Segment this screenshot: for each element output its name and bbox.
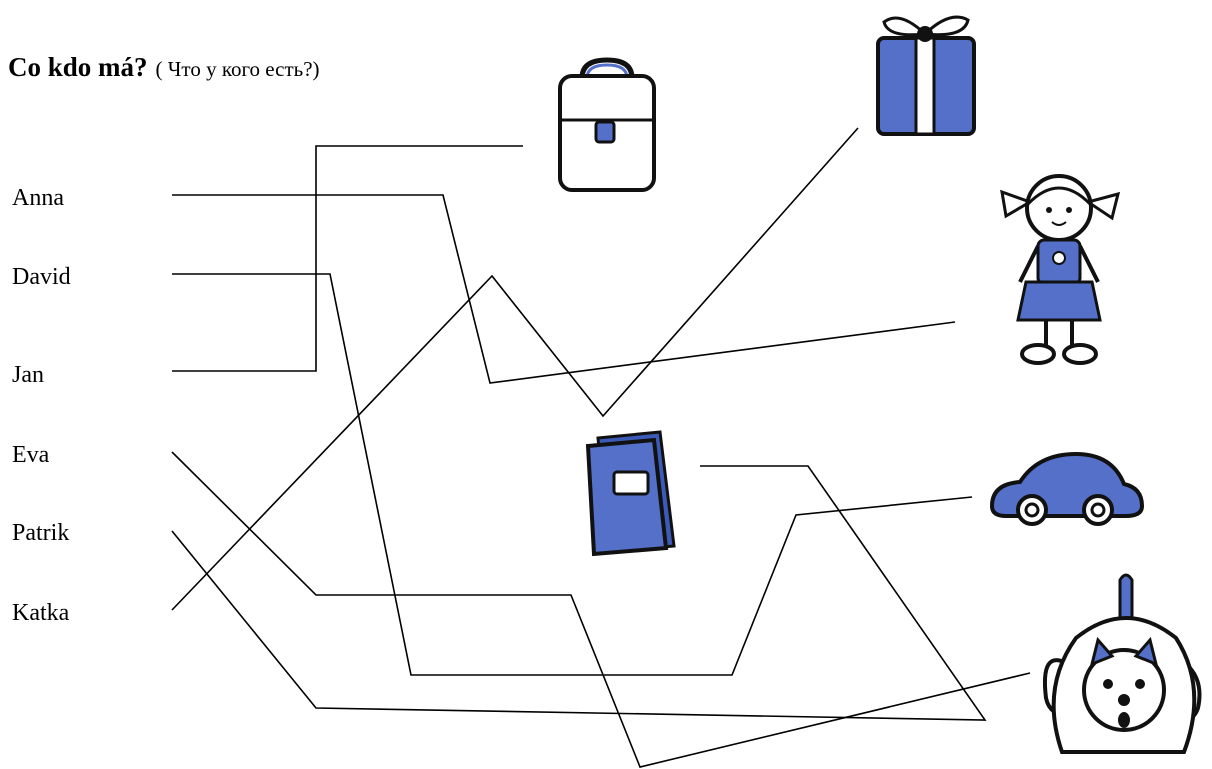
connector-line (172, 194, 956, 384)
name-anna: Anna (12, 185, 64, 211)
doll-icon (1000, 174, 1121, 365)
connector-line (171, 451, 1031, 768)
name-david: David (12, 264, 71, 290)
name-patrik: Patrik (12, 520, 70, 546)
toy-car-icon (989, 451, 1145, 526)
gift-icon (876, 15, 976, 136)
title-czech: Co kdo má? (8, 52, 148, 82)
connector-line (172, 145, 523, 372)
connector-line (172, 273, 973, 676)
schoolbag-icon (558, 57, 656, 192)
exercise-title: Co kdo má? ( Что у кого есть?) (8, 52, 320, 83)
connector-line (171, 465, 987, 721)
title-russian: ( Что у кого есть?) (155, 57, 320, 81)
name-eva: Eva (12, 442, 50, 468)
name-jan: Jan (12, 362, 44, 388)
book-icon (585, 430, 676, 557)
name-katka: Katka (12, 600, 70, 626)
connector-line (171, 127, 859, 611)
dog-icon (1043, 573, 1202, 754)
